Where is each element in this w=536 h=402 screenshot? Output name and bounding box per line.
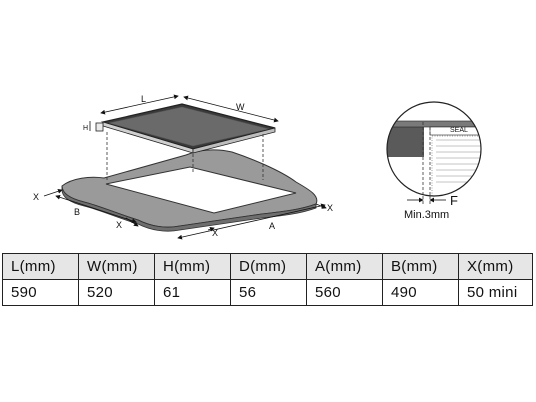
value-d: 56 (230, 279, 307, 306)
label-w: W (236, 102, 245, 112)
dimensions-table: L(mm) W(mm) H(mm) D(mm) A(mm) B(mm) X(mm… (2, 253, 533, 306)
value-a: 560 (306, 279, 383, 306)
header-d: D(mm) (230, 253, 307, 280)
header-l: L(mm) (2, 253, 79, 280)
value-x: 50 mini (458, 279, 533, 306)
dimension-x-right: X (315, 203, 333, 213)
dimension-a: A (177, 203, 326, 240)
label-x-bottom-right: X (212, 228, 218, 238)
detail-view: SEAL F Min.3mm (386, 101, 482, 221)
diagram-svg: L W H X B X A (33, 94, 482, 240)
value-b: 490 (382, 279, 459, 306)
header-h: H(mm) (154, 253, 231, 280)
dimension-w: W (183, 95, 279, 123)
label-f: F (450, 193, 458, 208)
installation-diagram: L W H X B X A (33, 94, 482, 240)
label-min-gap: Min.3mm (404, 209, 449, 221)
label-x-right: X (327, 203, 333, 213)
table-header-row: L(mm) W(mm) H(mm) D(mm) A(mm) B(mm) X(mm… (2, 253, 533, 280)
header-x: X(mm) (458, 253, 533, 280)
header-a: A(mm) (306, 253, 383, 280)
label-a: A (269, 221, 275, 231)
header-b: B(mm) (382, 253, 459, 280)
value-w: 520 (78, 279, 155, 306)
label-b: B (74, 207, 80, 217)
header-w: W(mm) (78, 253, 155, 280)
label-l: L (141, 94, 146, 104)
worktop (61, 149, 318, 232)
dimension-x-bottom-left: X (116, 217, 139, 230)
table-row: 590 520 61 56 560 490 50 mini (2, 279, 533, 306)
label-x-bottom-left: X (116, 220, 122, 230)
hob (95, 103, 276, 154)
dimension-l: L (100, 94, 179, 115)
value-l: 590 (2, 279, 79, 306)
label-x-left: X (33, 192, 39, 202)
dimension-b: B (55, 194, 137, 224)
value-h: 61 (154, 279, 231, 306)
dimension-x-bottom-right: X (207, 226, 218, 238)
dimension-h: H (83, 121, 91, 132)
dimension-x-left: X (33, 188, 63, 202)
label-seal: SEAL (450, 127, 468, 134)
label-h: H (83, 125, 88, 132)
projection-lines (106, 132, 264, 180)
